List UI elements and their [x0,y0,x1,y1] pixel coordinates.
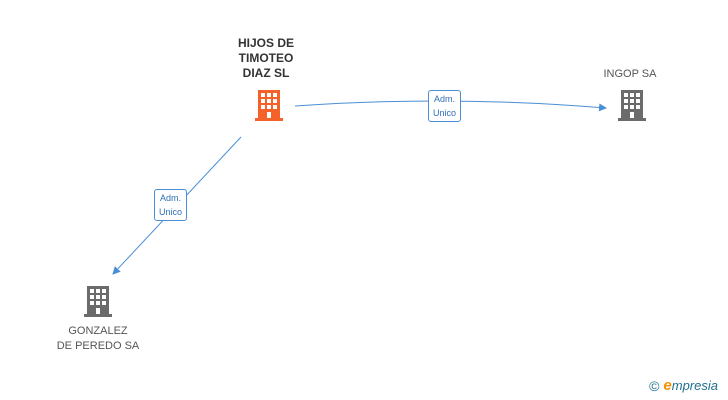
gonzalez-label: GONZALEZ DE PEREDO SA [56,325,140,352]
building-icon[interactable] [253,88,285,122]
building-icon[interactable] [616,88,648,122]
brand-logo: © empresia [649,377,718,394]
edge-label-gonzalez: Adm. Unico [154,189,188,221]
main-company-label: HIJOS DE TIMOTEO DIAZ SL [237,36,294,80]
edge-label-ingop: Adm. Unico [428,90,462,122]
building-icon[interactable] [82,284,114,318]
copyright-symbol: © [649,377,660,394]
brand-initial: e [663,377,672,394]
ingop-label: INGOP SA [603,68,657,80]
brand-name: mpresia [671,378,718,393]
